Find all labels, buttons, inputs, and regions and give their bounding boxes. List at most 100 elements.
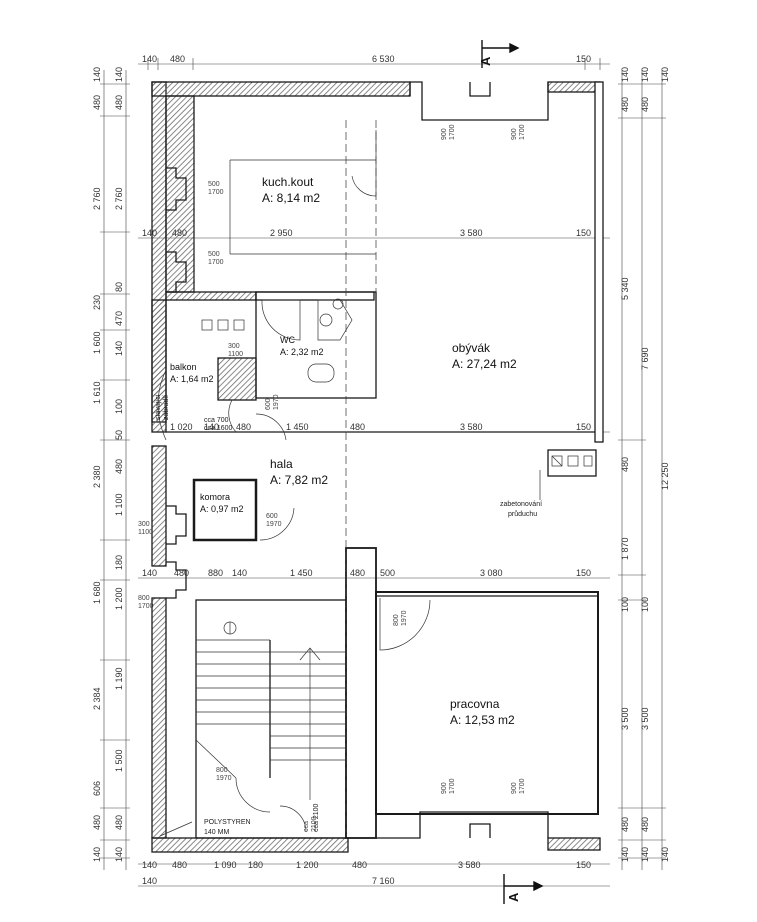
dim-top4-5: 480 — [350, 568, 365, 578]
note-cca700: cca 700 — [204, 417, 229, 424]
dim-bot2-0: 140 — [142, 876, 157, 886]
note-pruduchu: průduchu — [508, 510, 537, 518]
dim-right-mid-4: 3 500 — [640, 707, 650, 730]
dim-top3-2: 480 — [236, 422, 251, 432]
dim-bot1-3: 180 — [248, 860, 263, 870]
dim-left-inner-12: 1 190 — [114, 667, 124, 690]
opening-1-a: 900 — [511, 128, 518, 140]
dim-bot1-2: 1 090 — [214, 860, 237, 870]
opening-10-b: 1970 — [216, 775, 232, 782]
dim-bot1-5: 480 — [352, 860, 367, 870]
dim-top3-3: 1 450 — [286, 422, 309, 432]
dim-right-inner-3: 480 — [620, 457, 630, 472]
dim-left-outer-1: 480 — [92, 95, 102, 110]
room-name-5: komora — [200, 492, 230, 502]
room-name-4: hala — [270, 457, 293, 471]
staircase — [195, 621, 346, 800]
dim-top1-3: 150 — [576, 54, 591, 64]
dim-left-outer-2: 2 760 — [92, 187, 102, 210]
dim-top3-5: 3 580 — [460, 422, 483, 432]
dim-right-outer-2: 140 — [660, 847, 670, 862]
opening-11-a: 900 — [441, 782, 448, 794]
note-stavajici: stávající — [155, 394, 162, 420]
dim-left-outer-5: 1 610 — [92, 381, 102, 404]
opening-9-b: 1970 — [401, 610, 408, 626]
dim-top4-6: 500 — [380, 568, 395, 578]
opening-4-a: 300 — [228, 343, 240, 350]
dim-top3-6: 150 — [576, 422, 591, 432]
dim-right-mid-2: 7 690 — [640, 347, 650, 370]
dim-right-mid-6: 140 — [640, 847, 650, 862]
section-mark-top: A — [478, 56, 493, 66]
dim-right-outer-0: 140 — [660, 67, 670, 82]
dim-top3-0: 1 020 — [170, 422, 193, 432]
dim-right-inner-1: 480 — [620, 97, 630, 112]
section-marks — [481, 40, 544, 904]
room-name-3: balkon — [170, 362, 197, 372]
dim-left-inner-10: 180 — [114, 555, 124, 570]
opening-12-b: 1700 — [519, 778, 526, 794]
opening-2-b: 1700 — [208, 189, 224, 196]
opening-5-a: 300 — [138, 521, 150, 528]
opening-1-b: 1700 — [519, 124, 526, 140]
dim-top2-2: 2 950 — [270, 228, 293, 238]
room-name-1: obývák — [452, 341, 491, 355]
dim-left-inner-11: 1 200 — [114, 587, 124, 610]
dim-top2-4: 150 — [576, 228, 591, 238]
room-area-1: A: 27,24 m2 — [452, 357, 517, 371]
opening-5-b: 1100 — [138, 529, 153, 536]
opening-8-b: 1970 — [273, 394, 280, 410]
dim-right-inner-2: 5 340 — [620, 277, 630, 300]
dim-left-outer-0: 140 — [92, 67, 102, 82]
dim-left-inner-15: 140 — [114, 847, 124, 862]
dim-left-outer-9: 606 — [92, 781, 102, 796]
opening-8-a: 600 — [265, 398, 272, 410]
dim-top2-3: 3 580 — [460, 228, 483, 238]
opening-3-a: 500 — [208, 251, 220, 258]
dim-left-inner-8: 480 — [114, 459, 124, 474]
dim-bot1-4: 1 200 — [296, 860, 319, 870]
opening-11-b: 1700 — [449, 778, 456, 794]
dim-left-inner-5: 140 — [114, 341, 124, 356]
dim-top4-3: 140 — [232, 568, 247, 578]
dim-top4-2: 880 — [208, 568, 223, 578]
dim-left-outer-6: 2 380 — [92, 465, 102, 488]
dim-top2-1: 480 — [172, 228, 187, 238]
note-zabradli: zábradlí — [163, 395, 170, 420]
opening-12-a: 900 — [511, 782, 518, 794]
dim-left-outer-7: 1 680 — [92, 581, 102, 604]
dim-right-inner-8: 140 — [620, 847, 630, 862]
dim-top3-4: 480 — [350, 422, 365, 432]
note-140mm: 140 MM — [204, 829, 229, 836]
dim-bot1-6: 3 580 — [458, 860, 481, 870]
room-area-2: A: 2,32 m2 — [280, 347, 324, 357]
opening-10-a: 800 — [216, 767, 228, 774]
dim-left-inner-9: 1 100 — [114, 493, 124, 516]
dim-right-inner-4: 1 870 — [620, 537, 630, 560]
opening-13-b: 2100 — [311, 816, 318, 832]
dim-bot2-1: 7 160 — [372, 876, 395, 886]
dim-top3-1: 140 — [204, 422, 219, 432]
opening-7-b: 1970 — [266, 521, 282, 528]
dim-top4-0: 140 — [142, 568, 157, 578]
room-area-0: A: 8,14 m2 — [262, 191, 320, 205]
dim-top4-1: 480 — [174, 568, 189, 578]
opening-3-b: 1700 — [208, 259, 224, 266]
dim-top1-0: 140 — [142, 54, 157, 64]
note-polystyren: POLYSTYREN — [204, 819, 251, 826]
dim-left-inner-6: 100 — [114, 399, 124, 414]
dim-left-inner-2: 2 760 — [114, 187, 124, 210]
dim-top1-2: 6 530 — [372, 54, 395, 64]
dim-right-mid-0: 140 — [640, 67, 650, 82]
dim-left-outer-11: 140 — [92, 847, 102, 862]
walls — [151, 81, 604, 853]
dim-left-inner-1: 480 — [114, 95, 124, 110]
dim-right-inner-7: 480 — [620, 817, 630, 832]
dim-left-outer-8: 2 384 — [92, 687, 102, 710]
dim-bot1-0: 140 — [142, 860, 157, 870]
dim-right-mid-1: 480 — [640, 97, 650, 112]
dim-left-outer-4: 1 600 — [92, 331, 102, 354]
dim-right-inner-6: 3 500 — [620, 707, 630, 730]
